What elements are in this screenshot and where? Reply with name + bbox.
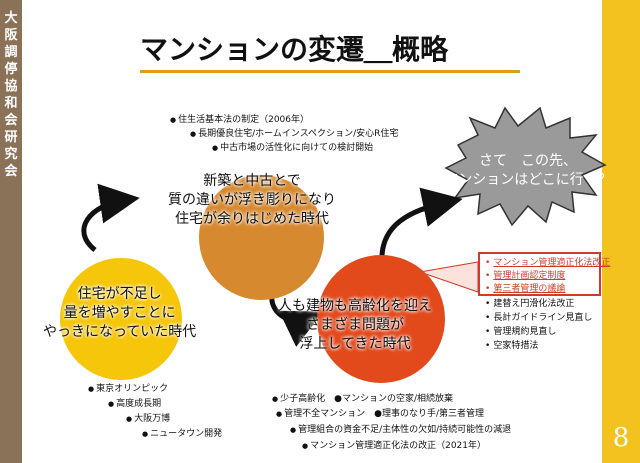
left-sidebar: 大阪調停協和会研究会: [0, 0, 22, 463]
org-name: 大阪調停協和会研究会: [4, 11, 18, 179]
right-accent-bar: [602, 0, 640, 463]
list-item-highlighted: •マンション管理適正化法改正: [485, 258, 611, 268]
list-item: •管理規約見直し: [485, 327, 557, 337]
left-era-text: 住宅が不足し 量を増やすことに やっきになっていた時代: [43, 286, 197, 340]
explosion-bubble-icon: [444, 106, 607, 227]
highlight-box: [478, 252, 601, 296]
middle-era-text: 新築と中古とで 質の違いが浮き彫りになり 住宅が余りはじめた時代: [168, 173, 336, 227]
list-item: •建替え円滑化法改正: [485, 299, 575, 309]
list-item: •長計ガイドライン見直し: [485, 313, 593, 323]
curved-arrow-icon: [81, 183, 140, 252]
list-item-highlighted: •第三者管理の議論: [485, 284, 566, 294]
era-circle-yellow: [60, 258, 182, 380]
bullet-item: 中古市場の活性化に向けての検討開始: [212, 140, 373, 153]
list-item: •空家特措法: [485, 341, 539, 351]
bullet-item: 住生活基本法の制定（2006年）: [170, 112, 309, 125]
bullet-item: マンション管理適正化法の改正（2021年）: [302, 438, 486, 451]
title-underline: [140, 70, 520, 73]
curved-arrow-icon: [379, 187, 463, 263]
future-question: さて この先、 マンションはどこに行く？: [444, 153, 612, 188]
bullet-item: 大阪万博: [126, 411, 170, 424]
bullet-item: 東京オリンピック: [88, 381, 168, 394]
page-number: 8: [612, 423, 630, 453]
bullet-item: 高度成長期: [108, 396, 161, 409]
bullet-item: 管理不全マンション ●理事のなり手/第三者管理: [276, 406, 484, 419]
era-circle-red: [317, 255, 445, 383]
era-circle-brown: [199, 175, 324, 300]
bullet-item: 長期優良住宅/ホームインスペクション/安心R住宅: [190, 126, 398, 139]
list-item-highlighted: •管理計画認定制度: [485, 271, 566, 281]
page-title: マンションの変遷＿概略: [140, 33, 449, 66]
right-era-text: 人も建物も高齢化を迎え さまざま問題が 浮上してきた時代: [278, 298, 432, 352]
bullet-item: 管理組合の資金不足/主体性の欠如/持続可能性の減退: [290, 422, 511, 435]
bullet-item: ニュータウン開発: [142, 426, 222, 439]
bullet-item: 少子高齢化 ●マンションの空家/相続放棄: [272, 391, 453, 404]
